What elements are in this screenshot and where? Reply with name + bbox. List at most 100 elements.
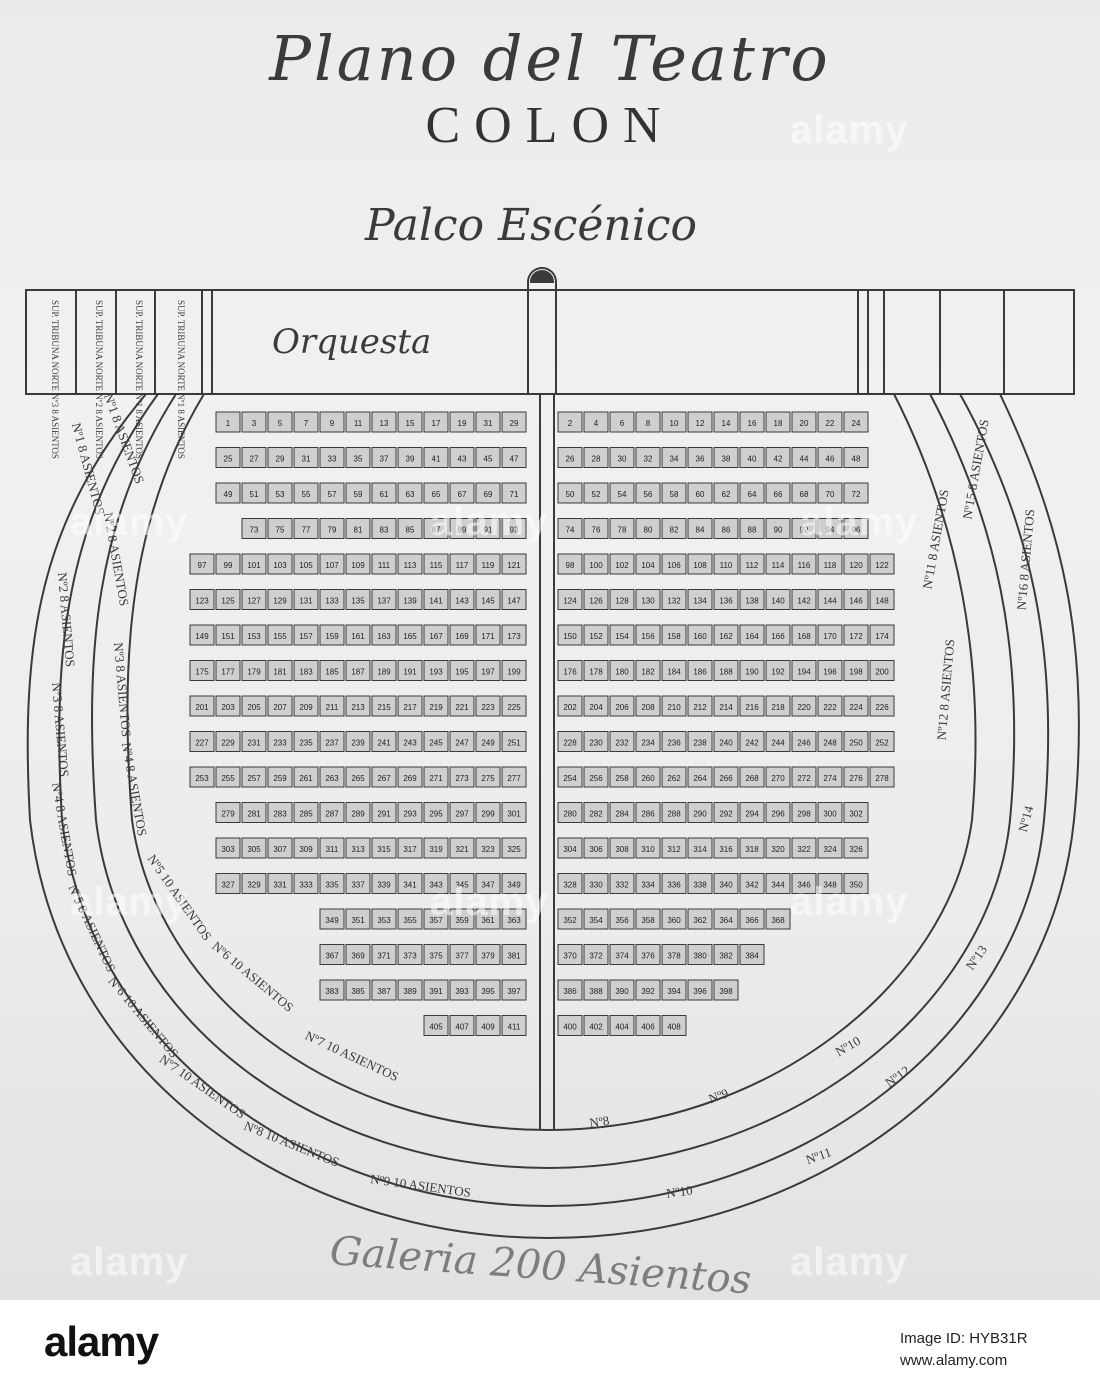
seat-number: 332 <box>615 881 629 890</box>
seat-number: 396 <box>693 987 707 996</box>
seat <box>557 589 583 610</box>
seat-number: 45 <box>484 455 493 464</box>
seat-number: 52 <box>592 490 601 499</box>
seat-number: 187 <box>351 668 365 677</box>
seat <box>475 873 501 894</box>
seat <box>215 731 241 752</box>
seat <box>345 802 371 823</box>
seat <box>319 482 345 504</box>
seat-number: 308 <box>615 845 629 854</box>
seat-number: 220 <box>797 703 811 712</box>
seat-number: 178 <box>589 668 603 677</box>
seat-number: 306 <box>589 845 603 854</box>
seat <box>501 553 527 575</box>
seat <box>687 766 713 788</box>
seat <box>583 979 609 1001</box>
seat <box>687 979 713 1001</box>
seat-number: 160 <box>693 632 707 641</box>
seat <box>557 518 583 539</box>
seat <box>661 1015 687 1036</box>
seat-number: 145 <box>481 597 495 606</box>
seat <box>345 695 371 717</box>
seat <box>189 589 215 610</box>
seat-number: 400 <box>563 1023 577 1032</box>
seat-number: 340 <box>719 881 733 890</box>
seat-number: 91 <box>484 526 493 535</box>
seat-number: 138 <box>745 597 759 606</box>
seat <box>739 766 765 788</box>
seat <box>319 944 345 965</box>
seat-number: 89 <box>458 526 467 535</box>
seat <box>609 589 635 610</box>
seat-number: 124 <box>563 597 577 606</box>
seat <box>501 660 527 681</box>
seat <box>635 518 661 539</box>
seat <box>765 908 791 930</box>
image-id: Image ID: HYB31R <box>900 1330 1028 1347</box>
seat-number: 275 <box>481 774 495 783</box>
seat-number: 371 <box>377 952 391 961</box>
seat-number: 291 <box>377 810 391 819</box>
seat-number: 404 <box>615 1023 629 1032</box>
seat-number: 180 <box>615 668 629 677</box>
seat-number: 42 <box>774 455 783 464</box>
seat <box>557 660 583 681</box>
seat <box>319 908 345 930</box>
seat-number: 231 <box>247 739 261 748</box>
seat-number: 104 <box>641 561 655 570</box>
seat <box>557 979 583 1001</box>
seat <box>713 518 739 539</box>
palco-left-outer: Nº2 8 ASIENTOS <box>55 572 78 668</box>
watermark: alamy <box>70 1240 189 1284</box>
seat-number: 214 <box>719 703 733 712</box>
seat <box>475 1015 501 1036</box>
seat-number: 357 <box>429 916 443 925</box>
seat-number: 99 <box>224 561 233 570</box>
seat <box>687 731 713 752</box>
seat-number: 221 <box>455 703 469 712</box>
seat <box>765 837 791 859</box>
seat <box>345 411 371 433</box>
seat-number: 378 <box>667 952 681 961</box>
seat-number: 211 <box>326 703 339 712</box>
seat <box>583 660 609 681</box>
seat-number: 303 <box>221 845 235 854</box>
seat <box>215 624 241 646</box>
alamy-logo[interactable]: alamy <box>44 1318 159 1365</box>
seat-number: 5 <box>278 419 283 428</box>
seat <box>583 695 609 717</box>
seat <box>635 660 661 681</box>
seat <box>765 482 791 504</box>
seat-number: 65 <box>432 490 441 499</box>
seat <box>713 660 739 681</box>
seat-number: 215 <box>377 703 391 712</box>
seat-number: 322 <box>797 845 811 854</box>
source-url[interactable]: www.alamy.com <box>900 1352 1008 1369</box>
seat-number: 94 <box>826 526 835 535</box>
seat-number: 3 <box>252 419 257 428</box>
palco-right-outer: Nº11 <box>804 1144 834 1167</box>
seat <box>687 447 713 468</box>
seat <box>449 660 475 681</box>
seat <box>661 411 687 433</box>
seat <box>635 624 661 646</box>
seat <box>739 908 765 930</box>
seat-number: 349 <box>325 916 339 925</box>
plan-title: Plano del Teatro <box>269 22 831 95</box>
seat-number: 373 <box>403 952 417 961</box>
seat <box>791 624 817 646</box>
seat-number: 13 <box>380 419 389 428</box>
seat-number: 328 <box>563 881 577 890</box>
seat <box>423 553 449 575</box>
seat-number: 63 <box>406 490 415 499</box>
seat <box>843 766 869 788</box>
seat-number: 193 <box>429 668 443 677</box>
seat <box>215 802 241 823</box>
seat-number: 174 <box>875 632 889 641</box>
seat <box>319 695 345 717</box>
seat-number: 20 <box>800 419 809 428</box>
seat <box>843 837 869 859</box>
seat <box>687 482 713 504</box>
seat-number: 278 <box>875 774 889 783</box>
seat <box>241 447 267 468</box>
